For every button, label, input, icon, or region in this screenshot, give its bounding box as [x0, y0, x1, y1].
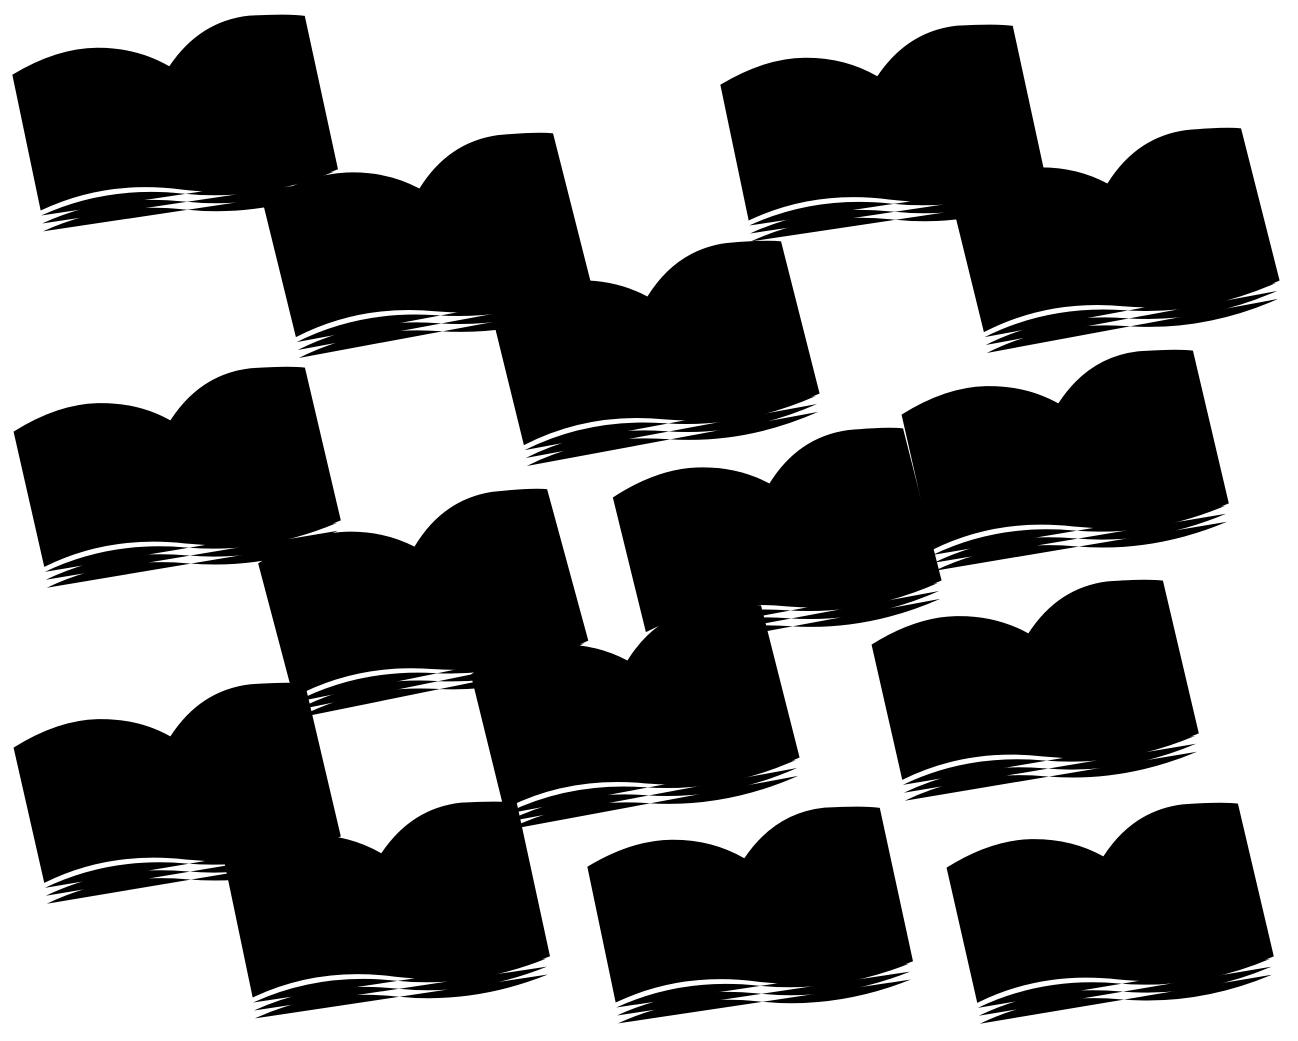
book-motoshigi: 元市議: [937, 113, 1292, 362]
book-zainichi: 在日外国人: [859, 566, 1212, 810]
book-motosokkikan: 元速記官: [575, 793, 925, 1031]
book-hisabetsu: 被差別部落出身者: [457, 590, 812, 839]
book-nado: など いろいろ…: [934, 789, 1287, 1033]
book-label: 元速記官: [692, 873, 804, 917]
book-motosaibankan: 元 裁 判 官: [1, 669, 354, 913]
